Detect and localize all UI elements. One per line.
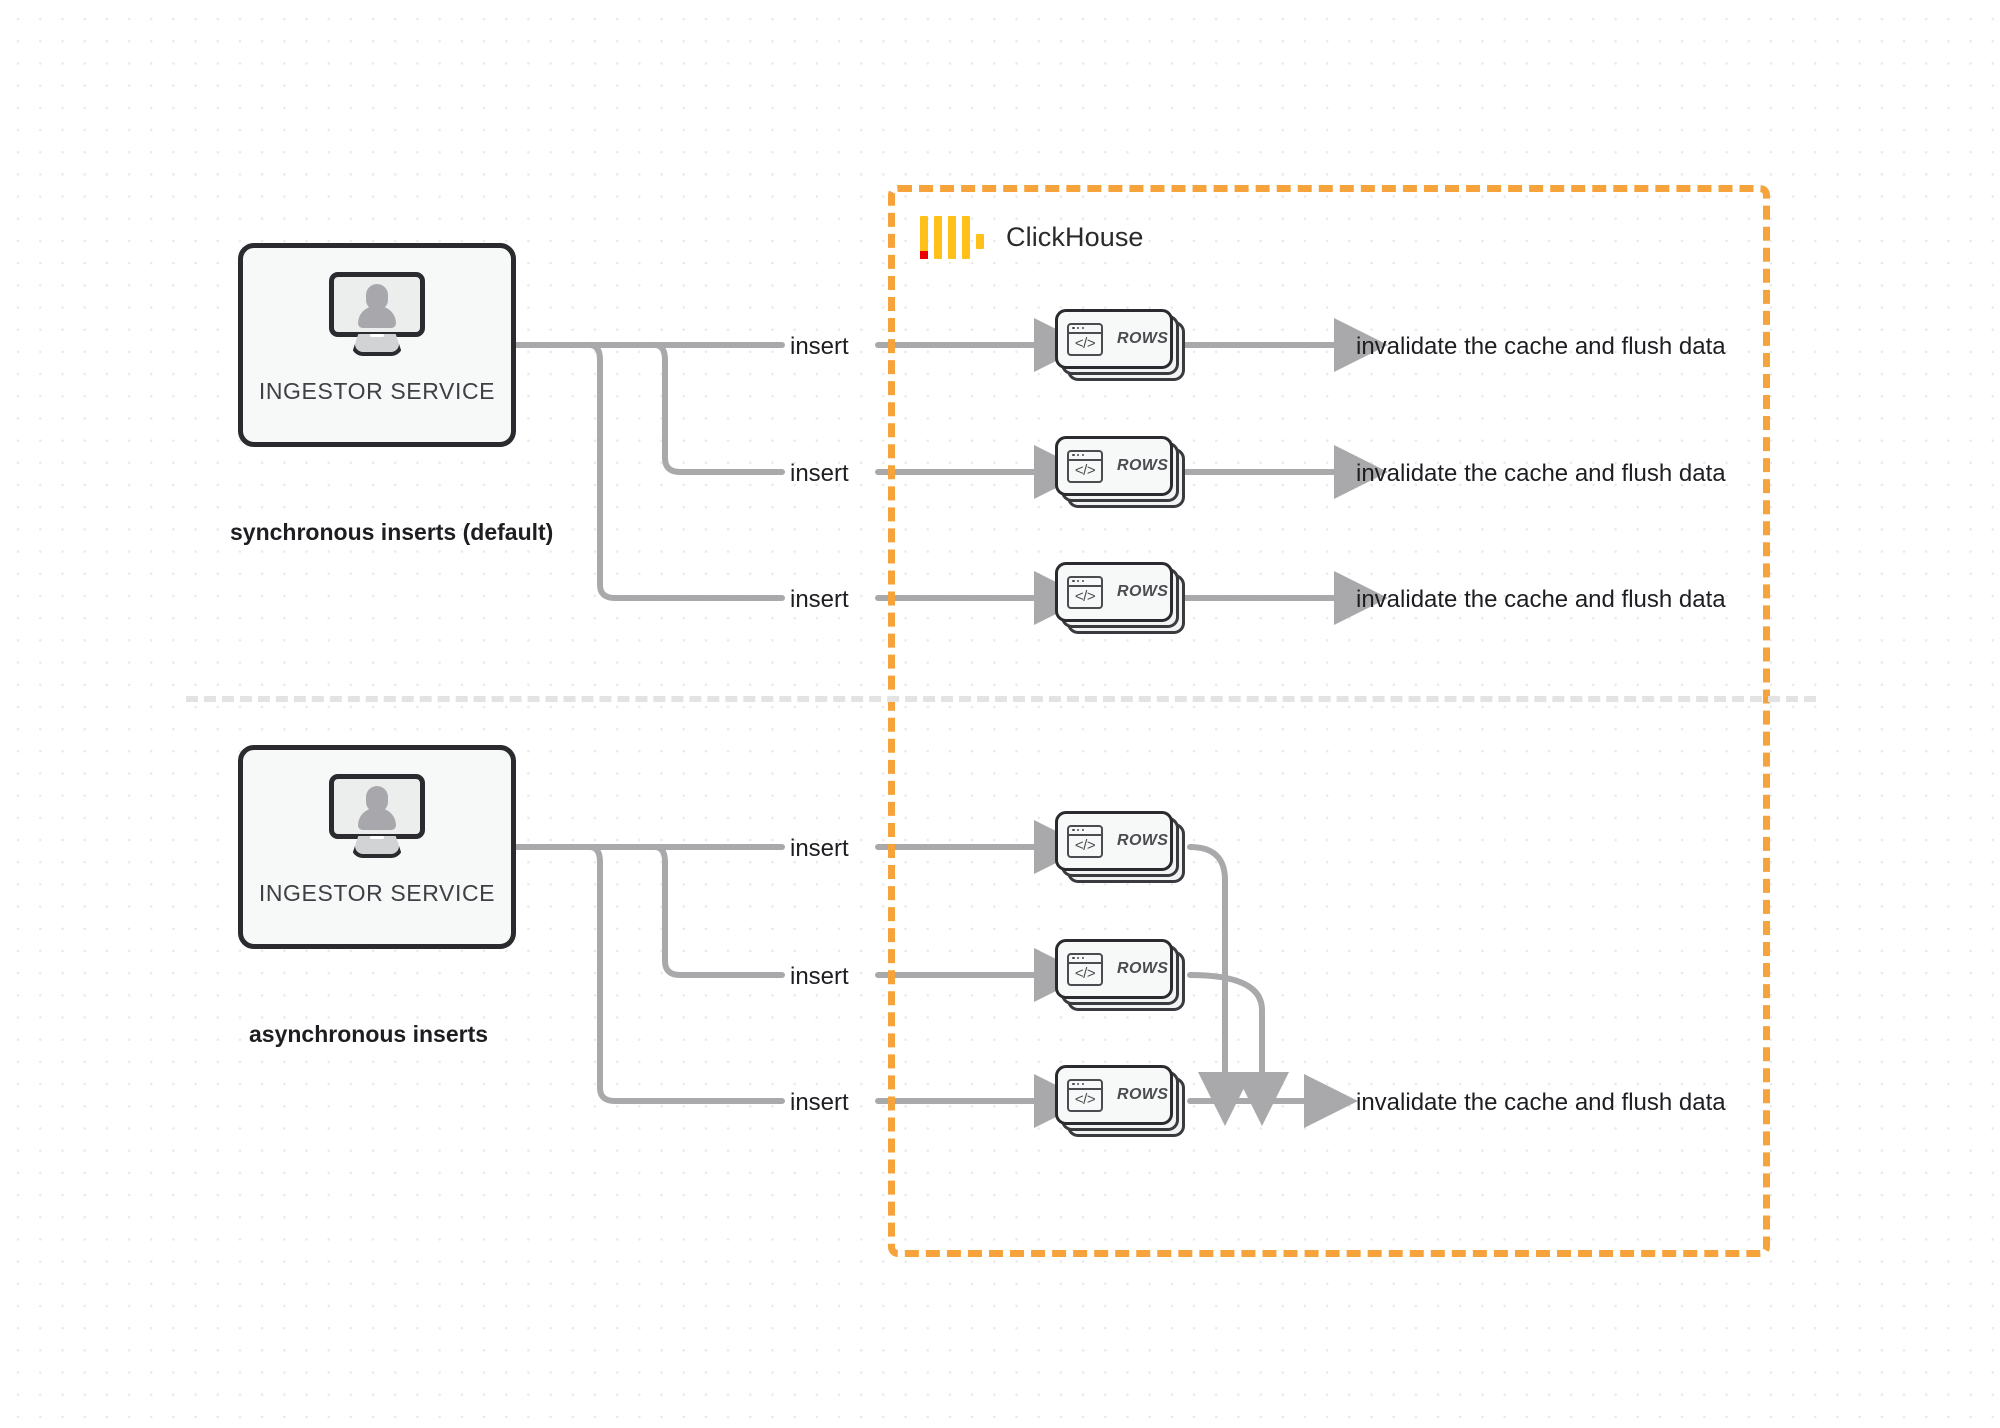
rows-card-label: ROWS [1117,1086,1169,1103]
insert-label-sync-3: insert [790,586,849,613]
code-window-icon: </> [1067,449,1103,483]
wire-async-branch-2 [652,844,785,978]
result-label-sync-3: invalidate the cache and flush data [1356,586,1726,613]
result-label-async-merged: invalidate the cache and flush data [1356,1089,1726,1116]
wire-sync-branch-3 [587,342,785,601]
ingestor-service-label-sync: INGESTOR SERVICE [258,378,496,404]
caption-sync: synchronous inserts (default) [230,519,554,545]
wire-async-branch-3 [587,844,785,1104]
clickhouse-logo-icon [920,214,984,260]
code-window-icon: </> [1067,322,1103,356]
code-window-icon: </> [1067,824,1103,858]
result-label-sync-2: invalidate the cache and flush data [1356,460,1726,487]
rows-card-label: ROWS [1117,330,1169,347]
insert-label-sync-2: insert [790,460,849,487]
rows-card-sync-3[interactable]: </> ROWS [1055,562,1185,634]
caption-async: asynchronous inserts [249,1021,489,1047]
section-divider [186,696,1816,702]
code-window-icon: </> [1067,952,1103,986]
rows-card-async-1[interactable]: </> ROWS [1055,811,1185,883]
rows-card-label: ROWS [1117,960,1169,977]
wire-sync-branch-2 [652,342,785,475]
code-window-icon: </> [1067,1078,1103,1112]
rows-card-label: ROWS [1117,832,1169,849]
insert-label-sync-1: insert [790,333,849,360]
clickhouse-label: ClickHouse [1006,221,1144,252]
rows-card-label: ROWS [1117,457,1169,474]
insert-label-async-3: insert [790,1089,849,1116]
ingestor-service-async[interactable]: INGESTOR SERVICE [238,745,516,949]
insert-label-async-2: insert [790,963,849,990]
rows-card-async-3[interactable]: </> ROWS [1055,1065,1185,1137]
code-window-icon: </> [1067,575,1103,609]
ingestor-service-sync[interactable]: INGESTOR SERVICE [238,243,516,447]
result-label-sync-1: invalidate the cache and flush data [1356,333,1726,360]
rows-card-async-2[interactable]: </> ROWS [1055,939,1185,1011]
clickhouse-boundary [888,185,1770,1257]
rows-card-sync-1[interactable]: </> ROWS [1055,309,1185,381]
monitor-user-icon [329,774,425,858]
rows-card-label: ROWS [1117,583,1169,600]
monitor-user-icon [329,272,425,356]
clickhouse-brand: ClickHouse [920,212,1144,262]
insert-label-async-1: insert [790,835,849,862]
ingestor-service-label-async: INGESTOR SERVICE [258,880,496,906]
rows-card-sync-2[interactable]: </> ROWS [1055,436,1185,508]
